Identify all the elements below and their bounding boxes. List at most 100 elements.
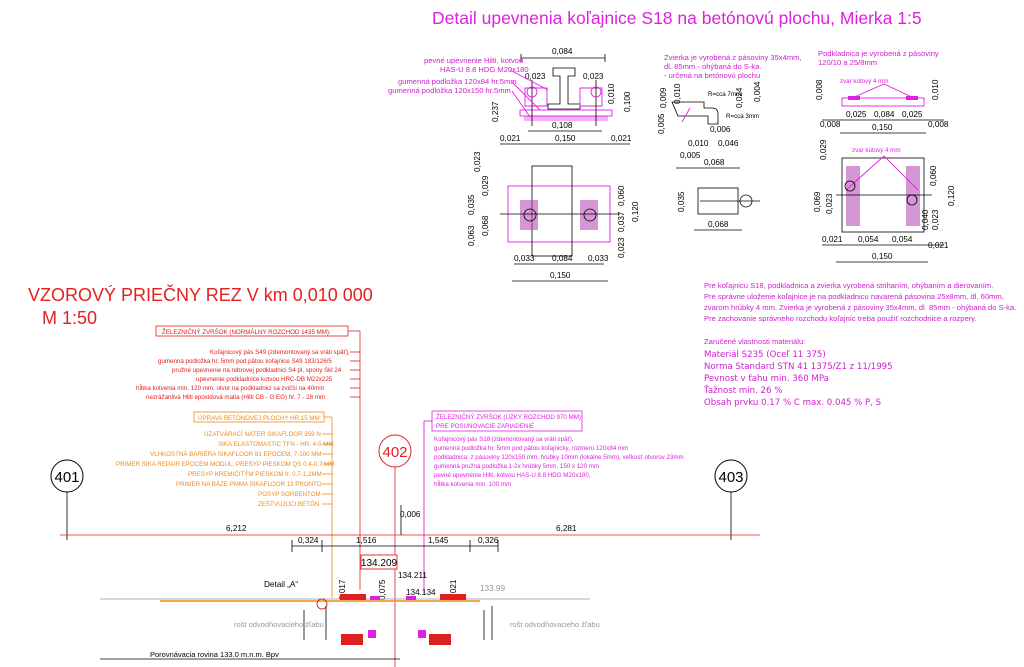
dim-label: 6,281 [556,524,577,533]
level-main: 134.209 [361,558,398,569]
dim-label: 0,010 [931,79,940,100]
dim-label: 0,046 [718,139,739,148]
dim-label: 0,025 [846,110,867,119]
dim-label: 0,023 [617,237,626,258]
dim-label: 0,054 [892,235,913,244]
level-side: 134.211 [398,571,427,580]
dim-label: 1,516 [356,536,377,545]
normal-gauge-callout: ŽELEZNIČNÝ ZVRŠOK (NORMÁLNY ROZCHOD 1435… [136,325,361,590]
concrete-treatment-callout: ÚPRAVA BETÓNOVEJ PLOCHY HR.15 MM: UZATVÁ… [116,411,334,598]
callout-title: ŽELEZNIČNÝ ZVRŠOK (NORMÁLNY ROZCHOD 1435… [162,328,331,336]
callout-line: PRIMER NA BÁZE PMMA SIKAFLOOR 13 PRONTO [176,481,322,488]
dim-label: 0,033 [514,254,535,263]
dim-label: 6,212 [226,524,247,533]
dim-label: 0,006 [400,510,421,519]
axis-label: 401 [54,469,79,486]
dim-label: 0,017 [338,579,347,600]
callout-line: podkladnica: z pásoviny 120x150 mm, hrúb… [434,454,684,461]
detail2-label: R=cca 3mm [726,113,759,120]
callout-line: gumenná podložka hr. 5mm pod pätou koľaj… [158,358,332,365]
dim-label: 0,023 [825,193,834,214]
callout-line: gumenná pružná podložka 1-2x hrúbky 5mm,… [434,463,599,470]
detail2-label: - určená na betónovú plochu [664,71,760,80]
callout-line: Koľajnicový pás S18 (zdemontovaný sa vrá… [434,436,574,443]
material-heading: Zaručené vlastnosti materiálu: [704,337,805,346]
dim-label: 0,084 [874,110,895,119]
detail2-label: Zvierka je vyrobená z pásoviny 35x4mm, [664,53,802,62]
drawing-title: Detail upevnenia koľajnice S18 na betóno… [432,8,922,28]
material-line: Materiál S235 (Oceľ 11 375) [704,350,826,360]
dim-label: 0,069 [813,191,822,212]
dim-label: 0,324 [298,536,319,545]
dim-label: 0,060 [617,185,626,206]
dim-label: 0,025 [902,110,923,119]
clip-detail: Zvierka je vyrobená z pásoviny 35x4mm, d… [657,53,802,231]
callout-line: Koľajnicový pás S49 (zdemontovaný sa vrá… [210,349,350,356]
detail3-label: zvar kútový 4 mm [852,147,900,154]
dim-label: 0,021 [928,241,949,250]
dim-label: 0,010 [607,83,616,104]
callout-line: upevnenie podkladnice kotvou HRC-DB M22x… [196,376,333,383]
dim-label: 0,023 [583,72,604,81]
dim-label: 0,063 [467,225,476,246]
dim-label: 0,023 [931,209,940,230]
dim-label: 0,120 [631,201,640,222]
detail3-label: Podkladnica je vyrobená z pásoviny [818,49,939,58]
dim-label: 0,033 [588,254,609,263]
rail-detail-plan: 0,023 0,035 0,029 0,063 0,068 0,060 0,12… [467,151,640,282]
detail1-label: pevné upevnenie Hilti, kotvou [424,56,523,65]
detail-a-label: Detail „A“ [264,580,298,589]
section-dimensions: 0,006 6,212 6,281 0,324 1,516 1,545 0,32… [60,505,760,600]
dim-label: 0,021 [611,134,632,143]
dim-label: 0,084 [552,254,573,263]
rail-detail-section: 0,084 0,023 0,023 0,010 0,100 0,237 0,10… [388,47,632,145]
callout-line: hĺbka kotvenia min. 100 mm [434,481,511,488]
detail2-label: R=cca 7mm [708,91,741,98]
dim-label: 0,010 [688,139,709,148]
trough-label-left: rošt odvodňovacieho žľabu [234,620,324,629]
detail2-label: dl. 85mm - ohýbaná do S-ka. [664,62,762,71]
baseplate-detail: Podkladnica je vyrobená z pásoviny 120/1… [813,49,956,263]
detail1-label: gumenná podložka 120x84 hr.5mm [398,77,517,86]
level-low: 134.134 [406,588,436,597]
dim-label: 0,006 [710,125,731,134]
dim-label: 0,075 [378,579,387,600]
callout-line: POSYP SORBENTOM [258,491,321,498]
dim-label: 0,021 [500,134,521,143]
dim-label: 0,021 [449,579,458,600]
dim-label: 0,068 [704,158,725,167]
callout-title: PRE POSUNOVACIE ZARIADENIE [436,423,534,430]
dim-label: 0,054 [858,235,879,244]
callout-title: ŽELEZNIČNÝ ZVRŠOK (ÚZKY ROZCHOD 970 MM) [436,413,581,421]
dim-label: 0,035 [677,191,686,212]
dim-label: 0,023 [525,72,546,81]
note-line: Pre správne uloženie koľajnice je na pod… [704,292,1004,301]
callout-line: pružné upevnenie na rebrovej podkladnici… [172,367,342,374]
dim-label: 0,150 [550,271,571,280]
material-line: Pevnost v ťahu min. 360 MPa [704,374,829,384]
callout-line: VLHKOSTNÁ BARIÉRA SIKAFLOOR 81 EPOCEM, 7… [150,451,322,458]
dim-label: 0,326 [478,536,499,545]
dim-label: 0,237 [491,101,500,122]
note-line: Pre koľajnicu S18, podkladnica a zvierka… [704,281,993,290]
axis-401: 401 [50,459,84,540]
dim-label: 0,029 [481,175,490,196]
callout-line: nezrážanlivá Hilti epoxidová malta (Hilt… [146,394,325,401]
dim-label: 0,060 [929,165,938,186]
dim-label: 0,008 [928,120,949,129]
dim-label: 0,023 [473,151,482,172]
axis-label: 403 [718,469,743,486]
callout-title: ÚPRAVA BETÓNOVEJ PLOCHY HR.15 MM: [198,415,322,422]
dim-label: 0,037 [617,211,626,232]
callout-line: hĺbka kotvenia min. 120 mm, otvor na pod… [136,385,324,392]
dim-label: 0,008 [815,79,824,100]
callout-line: SIKA ELASTOMASTIC TFN - HR. 4-5 MM [218,441,334,448]
dim-label: 0,008 [820,120,841,129]
dim-label: 0,100 [623,91,632,112]
dim-label: 0,150 [872,252,893,261]
dim-label: 0,150 [872,123,893,132]
dim-label: 0,084 [552,47,573,56]
dim-label: 0,004 [753,81,762,102]
trough-label-right: rošt odvodňovacieho žľabu [510,620,600,629]
